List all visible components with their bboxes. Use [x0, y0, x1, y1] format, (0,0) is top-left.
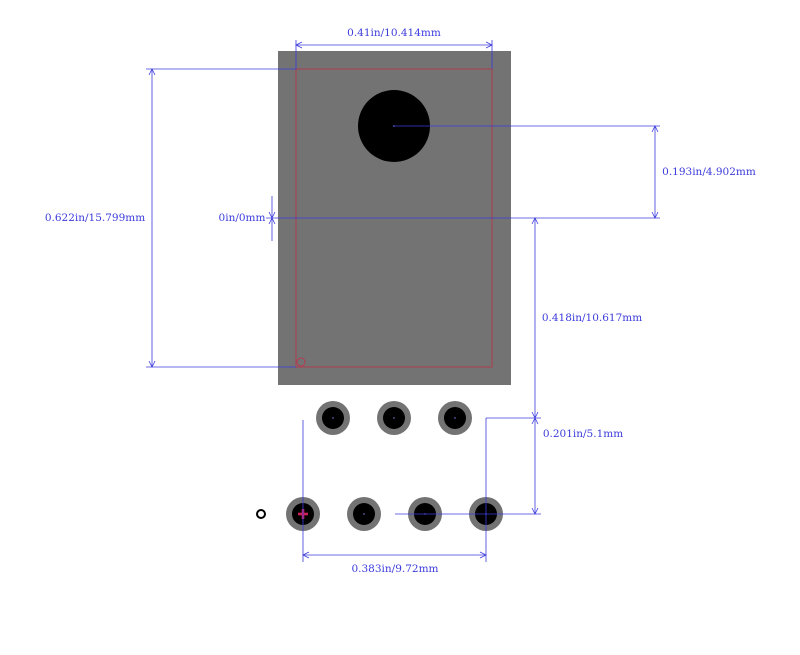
dim-body-to-pins: 0.418in/10.617mm	[531, 217, 642, 419]
dim-pin-span: 0.383in/9.72mm	[302, 420, 487, 575]
origin-marker-icon	[256, 509, 266, 519]
dim-pin-span-label: 0.383in/9.72mm	[351, 563, 438, 575]
dim-hole-offset-label: 0.193in/4.902mm	[662, 166, 756, 178]
dim-hole-offset: 0.193in/4.902mm	[394, 125, 756, 219]
pad	[316, 401, 350, 435]
pad	[377, 401, 411, 435]
dim-row-spacing: 0.201in/5.1mm	[395, 417, 623, 515]
outline-origin-circle	[296, 357, 306, 367]
pad	[438, 401, 472, 435]
dim-body-to-pins-label: 0.418in/10.617mm	[542, 312, 642, 324]
dim-row-spacing-label: 0.201in/5.1mm	[543, 428, 623, 440]
dim-body-width-label: 0.41in/10.414mm	[347, 27, 441, 39]
pad	[347, 497, 381, 531]
dim-zero-offset-label: 0in/0mm	[219, 212, 266, 224]
dim-body-height: 0.622in/15.799mm	[45, 68, 296, 368]
dim-body-width: 0.41in/10.414mm	[295, 27, 493, 69]
top-pin-row	[316, 401, 472, 435]
dim-body-height-label: 0.622in/15.799mm	[45, 212, 145, 224]
dim-zero-offset: 0in/0mm	[219, 196, 276, 241]
